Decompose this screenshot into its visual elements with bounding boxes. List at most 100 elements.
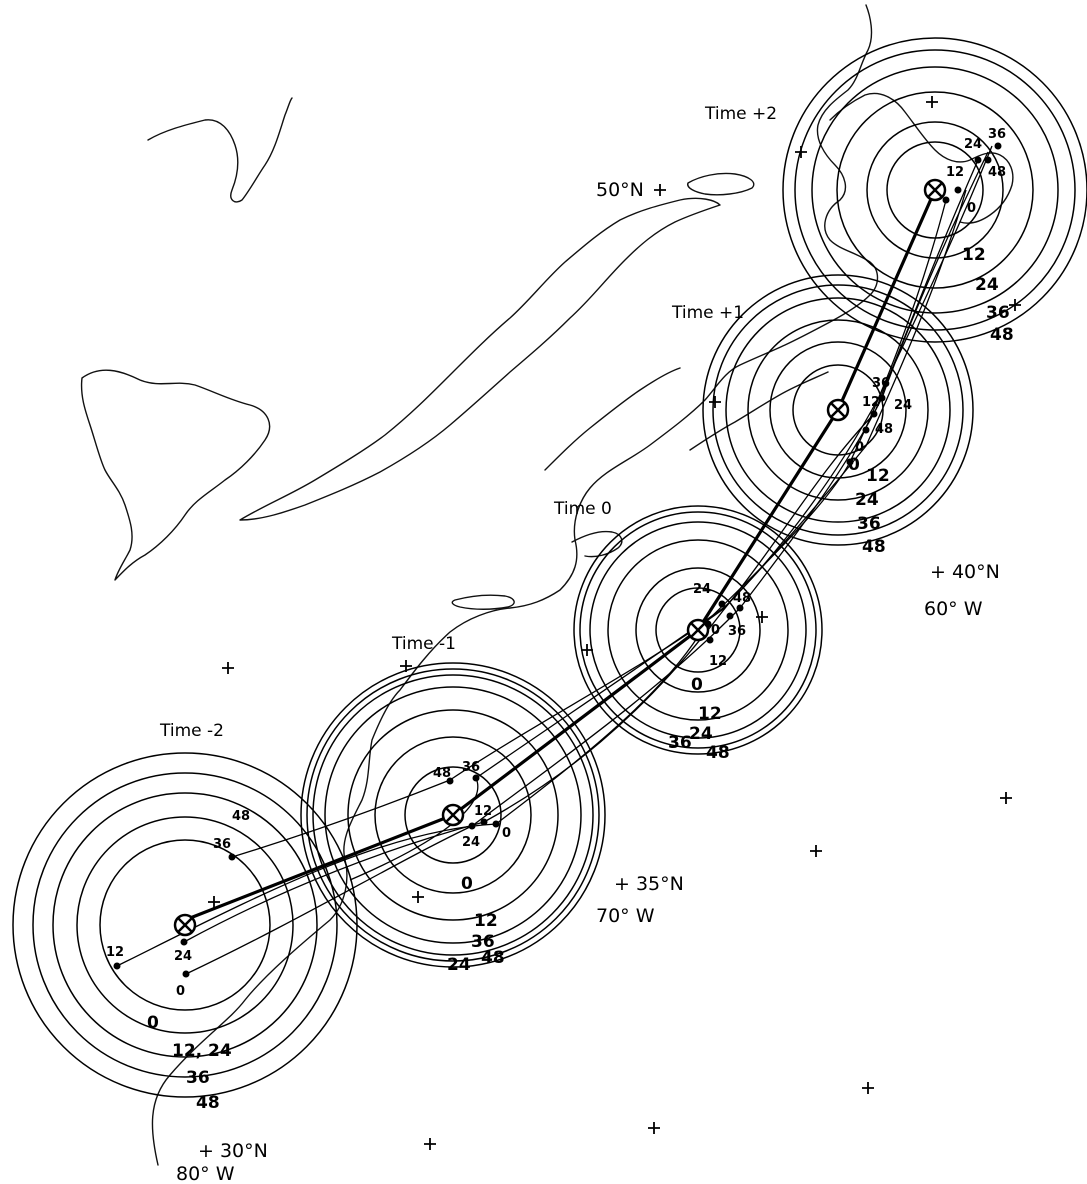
ring-label: 12 <box>698 704 722 724</box>
point-label: 24 <box>693 582 711 597</box>
grid-cross <box>581 644 593 656</box>
point-label: 36 <box>213 837 231 852</box>
grid-cross <box>810 845 822 857</box>
point-label: 36 <box>462 760 480 775</box>
ring-labels-time-0: 0 12 24 36 48 <box>668 675 730 763</box>
coastline-mainland <box>151 4 879 1166</box>
ring-24 <box>312 674 594 956</box>
point-dot <box>984 156 992 164</box>
coastline-cape-cod <box>571 530 623 558</box>
ring-48b <box>782 37 1087 343</box>
ring-12 <box>866 121 1004 259</box>
ring-12 <box>769 341 907 479</box>
ring-label: 0 <box>691 675 703 695</box>
ring-label: 24 <box>855 490 879 510</box>
ring-label: 12 <box>866 466 890 486</box>
ring-label: 48 <box>706 743 730 763</box>
storm-center-time-m2 <box>173 913 197 937</box>
time-label-0: Time 0 <box>553 499 612 519</box>
ring-48 <box>12 752 358 1098</box>
time-label-p1: Time +1 <box>671 303 744 323</box>
forecast-points <box>113 142 1002 978</box>
grid-cross <box>412 891 424 903</box>
ring-0 <box>76 816 294 1034</box>
point-dot <box>974 156 982 164</box>
track-forecast-b <box>185 151 989 975</box>
forecast-tracks <box>116 145 993 975</box>
ring-48 <box>573 505 823 755</box>
ring-24 <box>747 319 929 501</box>
grid-label-70w: 70° W <box>596 905 655 927</box>
point-label: 24 <box>964 137 982 152</box>
ring-inner <box>404 766 502 864</box>
point-labels-time-m2: 48 36 12 24 0 <box>106 809 250 999</box>
point-label: 0 <box>502 826 511 841</box>
storm-center-time-m1 <box>441 803 465 827</box>
ring-labels-time-m1: 0 12 36 24 48 <box>447 874 505 975</box>
point-dot <box>862 426 870 434</box>
grid-crosses <box>208 96 1021 1150</box>
point-dot <box>472 774 480 782</box>
grid-cross-50n <box>654 184 666 196</box>
track-forecast-d <box>231 189 967 858</box>
point-label: 0 <box>967 201 976 216</box>
grid-cross <box>400 660 412 672</box>
ring-36 <box>811 66 1059 314</box>
ring-48 <box>306 668 600 962</box>
point-dot <box>113 962 121 970</box>
point-label: 48 <box>988 165 1006 180</box>
coastline-hudson-bay <box>80 369 271 581</box>
grid-cross <box>1000 792 1012 804</box>
time-labels: Time +2 Time +1 Time 0 Time -1 Time -2 <box>159 104 777 741</box>
ring-0 <box>635 567 761 693</box>
grid-cross <box>862 1082 874 1094</box>
time-label-m1: Time -1 <box>391 634 456 654</box>
grid-cross <box>709 396 721 408</box>
point-label: 12 <box>474 804 492 819</box>
ring-label: 36 <box>857 514 881 534</box>
grid-cross <box>795 146 807 158</box>
grid-label-80w: 80° W <box>176 1163 235 1184</box>
point-dot <box>870 410 878 418</box>
ring-label: 0 <box>848 455 860 475</box>
point-dot <box>878 394 886 402</box>
point-dot <box>994 142 1002 150</box>
ring-0 <box>374 736 532 894</box>
point-dot <box>180 938 188 946</box>
ring-48b <box>702 274 974 546</box>
ring-label: 24 <box>689 724 713 744</box>
storm-centers <box>173 178 947 937</box>
ring-label: 0 <box>461 874 473 894</box>
ring-label: 48 <box>862 537 886 557</box>
point-label: 12 <box>946 165 964 180</box>
grid-cross <box>424 1138 436 1150</box>
coastlines <box>80 4 1014 1166</box>
ring-labels-time-p1: 0 12 24 36 48 <box>848 455 890 557</box>
point-label: 12 <box>106 945 124 960</box>
point-dot <box>706 636 714 644</box>
storm-center-time-p2 <box>923 178 947 202</box>
ring-system-time-0 <box>573 505 823 755</box>
grid-cross <box>756 611 768 623</box>
point-label: 12 <box>862 395 880 410</box>
coastline-gulf-island <box>451 594 515 610</box>
ring-label: 12 <box>474 911 498 931</box>
ring-labels-time-m2: 0 12, 24 36 48 <box>147 1013 232 1113</box>
ring-label: 12, 24 <box>172 1041 232 1061</box>
ring-system-time-m1 <box>300 662 606 968</box>
ring-labels-time-p2: 12 24 36 48 <box>962 245 1014 345</box>
ring-36 <box>579 511 817 749</box>
ring-48 <box>712 284 964 536</box>
point-dot <box>228 853 236 861</box>
point-label: 12 <box>709 654 727 669</box>
storm-center-time-p1 <box>826 398 850 422</box>
point-labels-time-0: 24 48 0 36 12 <box>693 582 751 669</box>
point-dot <box>846 458 854 466</box>
grid-label-30n: + 30°N <box>198 1140 268 1162</box>
grid-cross <box>1009 299 1021 311</box>
point-labels-time-m1: 48 36 12 0 24 <box>433 760 511 850</box>
point-dot <box>704 620 712 628</box>
ring-system-time-p1 <box>702 274 974 546</box>
ring-label: 48 <box>196 1093 220 1113</box>
